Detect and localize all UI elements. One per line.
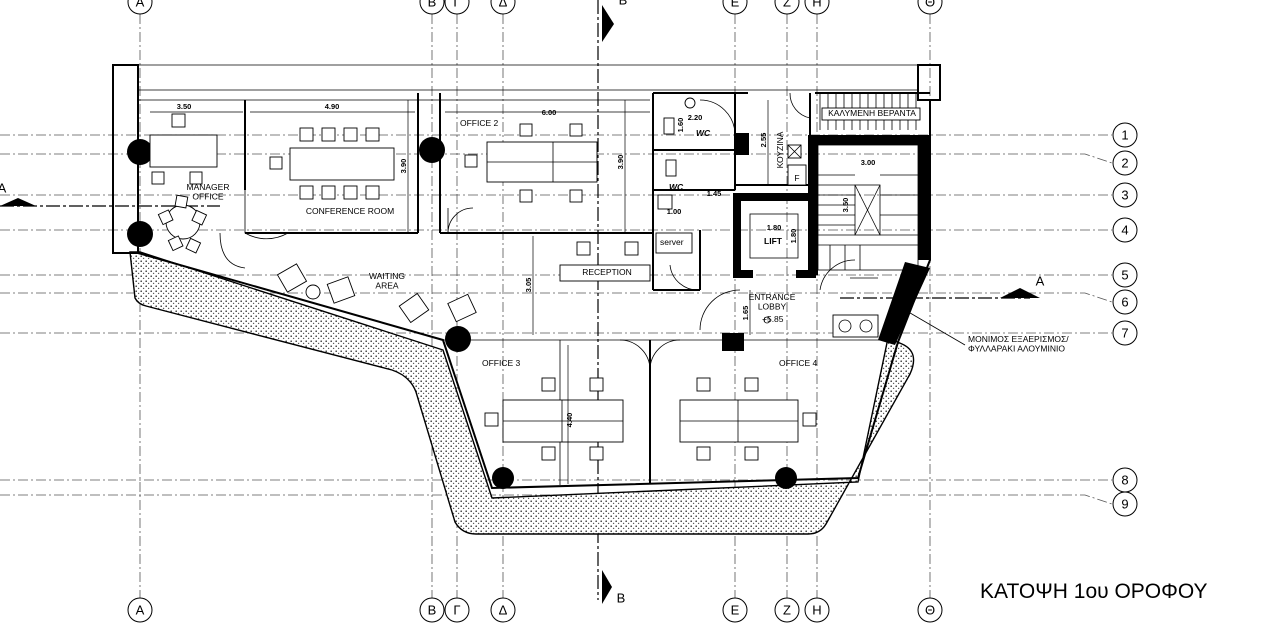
dim-wc-width: 2.20 <box>688 113 703 122</box>
svg-text:Θ: Θ <box>925 0 935 10</box>
dim-kitchen-depth: 2.55 <box>759 133 768 148</box>
dim-office3-depth: 4.40 <box>565 413 574 428</box>
svg-text:E: E <box>731 603 740 618</box>
columns <box>127 137 797 489</box>
dim-lift-depth: 1.80 <box>789 229 798 244</box>
stair-core <box>808 135 930 275</box>
svg-text:8: 8 <box>1121 473 1128 488</box>
dim-lobby-depth: 1.65 <box>741 306 750 321</box>
svg-text:6: 6 <box>1121 295 1128 310</box>
dim-lift-width: 1.80 <box>767 223 782 232</box>
section-a-left-label: A <box>0 181 7 196</box>
planter <box>129 251 915 535</box>
dim-reception-depth: 3.05 <box>524 278 533 293</box>
dim-wc-depth: 1.60 <box>676 118 685 133</box>
dim-conference-width: 4.90 <box>325 102 340 111</box>
room-office-2: OFFICE 2 <box>460 118 499 128</box>
dimension-lines <box>150 100 769 484</box>
building-walls <box>112 64 941 490</box>
grid-bubbles-top: A B Γ Δ E Z H Θ <box>127 0 943 15</box>
svg-text:B: B <box>428 0 437 10</box>
svg-text:Z: Z <box>783 0 791 10</box>
kitchen-marker: F <box>794 173 799 183</box>
dim-conference-depth: 3.90 <box>399 159 408 174</box>
dim-stair-depth: 3.50 <box>841 198 850 213</box>
svg-text:Θ: Θ <box>925 603 935 618</box>
section-a-right-label: A <box>1036 274 1045 289</box>
dim-wc2-width: 1.45 <box>707 189 722 198</box>
dim-manager-width: 3.50 <box>177 102 192 111</box>
svg-text:9: 9 <box>1121 497 1128 512</box>
svg-text:H: H <box>812 0 821 10</box>
dim-office2-width: 6.00 <box>542 108 557 117</box>
grid-rows <box>0 134 1113 505</box>
svg-text:Γ: Γ <box>453 0 460 10</box>
grid-bubbles-bottom: A B Γ Δ E Z H Θ <box>127 597 943 623</box>
room-reception: RECEPTION <box>582 267 632 277</box>
room-office-4: OFFICE 4 <box>779 358 818 368</box>
svg-text:Γ: Γ <box>453 603 460 618</box>
level-mark: +5.85 <box>762 314 784 324</box>
svg-text:3: 3 <box>1121 188 1128 203</box>
room-server: server <box>660 237 684 247</box>
section-b-bottom-label: B <box>617 591 626 606</box>
dim-office2-depth: 3.90 <box>616 155 625 170</box>
room-covered-veranda: ΚΑΛΥΜΕΝΗ ΒΕΡΑΝΤΑ <box>828 108 916 118</box>
svg-text:Δ: Δ <box>499 603 508 618</box>
svg-text:A: A <box>136 603 145 618</box>
svg-text:A: A <box>136 0 145 10</box>
doors <box>219 92 878 371</box>
svg-text:B: B <box>428 603 437 618</box>
room-conference: CONFERENCE ROOM <box>306 206 394 216</box>
svg-text:7: 7 <box>1121 326 1128 341</box>
lift-shaft <box>733 193 816 278</box>
svg-text:H: H <box>812 603 821 618</box>
svg-text:Z: Z <box>783 603 791 618</box>
room-kitchen: ΚΟΥΖΙΝΑ <box>775 131 785 168</box>
room-lift: LIFT <box>764 236 783 246</box>
svg-text:2: 2 <box>1121 156 1128 171</box>
grid-bubbles-right: 1 2 3 4 5 6 7 8 9 <box>1112 122 1138 517</box>
room-office-3: OFFICE 3 <box>482 358 521 368</box>
room-wc-1: WC <box>696 128 711 138</box>
svg-text:5: 5 <box>1121 268 1128 283</box>
furniture <box>149 97 879 461</box>
svg-text:Δ: Δ <box>499 0 508 10</box>
svg-text:1: 1 <box>1121 128 1128 143</box>
drawing-title: ΚΑΤΟΨΗ 1ου ΟΡΟΦΟΥ <box>980 580 1208 603</box>
dim-wc2-depth: 1.00 <box>667 207 682 216</box>
veranda <box>819 93 921 130</box>
section-b-top-label: B <box>619 0 628 8</box>
svg-text:E: E <box>731 0 740 10</box>
dim-stair-width: 3.00 <box>861 158 876 167</box>
note-text: ΜΟΝΙΜΟΣ ΕΞΑΕΡΙΣΜΟΣ/ΦΥΛΛΑΡΑΚΙ ΑΛΟΥΜΙΝΙΟ <box>968 334 1069 353</box>
room-wc-2: WC <box>669 182 684 192</box>
svg-text:4: 4 <box>1121 223 1128 238</box>
